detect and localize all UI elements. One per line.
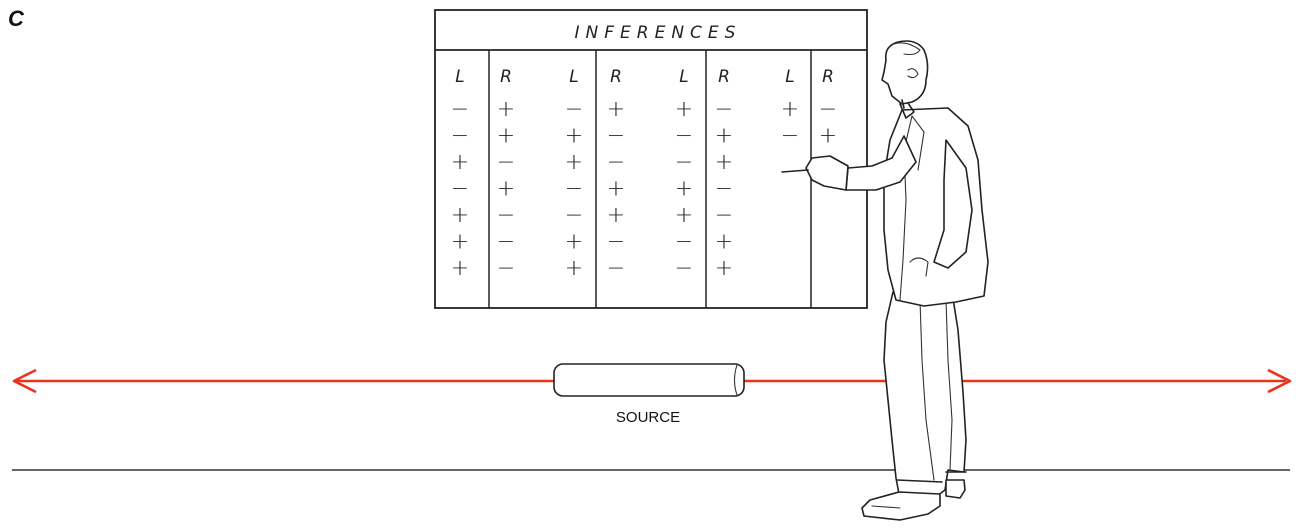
minus-mark: − — [565, 97, 583, 122]
board-header-left: L — [679, 67, 688, 87]
board-header-left: L — [785, 67, 794, 87]
plus-mark: + — [715, 150, 733, 175]
plus-mark: + — [715, 230, 733, 255]
minus-mark: − — [781, 124, 799, 149]
minus-mark: − — [497, 150, 515, 175]
plus-mark: + — [607, 203, 625, 228]
panel-letter: C — [8, 6, 25, 31]
plus-mark: + — [715, 256, 733, 281]
source-label: SOURCE — [616, 409, 680, 426]
board-header-right: R — [718, 67, 730, 87]
minus-mark: − — [451, 97, 469, 122]
minus-mark: − — [675, 230, 693, 255]
plus-mark: + — [565, 124, 583, 149]
minus-mark: − — [675, 150, 693, 175]
source-cylinder — [554, 364, 744, 396]
minus-mark: − — [607, 150, 625, 175]
plus-mark: + — [497, 177, 515, 202]
plus-mark: + — [675, 203, 693, 228]
board-header-right: R — [822, 67, 834, 87]
plus-mark: + — [565, 150, 583, 175]
minus-mark: − — [607, 256, 625, 281]
plus-mark: + — [819, 124, 837, 149]
minus-mark: − — [497, 256, 515, 281]
plus-mark: + — [675, 177, 693, 202]
board-header-left: L — [569, 67, 578, 87]
plus-mark: + — [565, 230, 583, 255]
minus-mark: − — [819, 97, 837, 122]
minus-mark: − — [497, 203, 515, 228]
plus-mark: + — [781, 97, 799, 122]
minus-mark: − — [565, 203, 583, 228]
minus-mark: − — [607, 230, 625, 255]
board-header-right: R — [500, 67, 512, 87]
board-header-left: L — [455, 67, 464, 87]
minus-mark: − — [715, 97, 733, 122]
minus-mark: − — [675, 124, 693, 149]
plus-mark: + — [675, 97, 693, 122]
plus-mark: + — [565, 256, 583, 281]
minus-mark: − — [451, 124, 469, 149]
minus-mark: − — [675, 256, 693, 281]
plus-mark: + — [607, 177, 625, 202]
minus-mark: − — [715, 203, 733, 228]
minus-mark: − — [497, 230, 515, 255]
board-header-right: R — [610, 67, 622, 87]
board-title: INFERENCES — [575, 23, 742, 43]
minus-mark: − — [715, 177, 733, 202]
minus-mark: − — [451, 177, 469, 202]
plus-mark: + — [451, 150, 469, 175]
plus-mark: + — [607, 97, 625, 122]
plus-mark: + — [451, 256, 469, 281]
plus-mark: + — [497, 97, 515, 122]
plus-mark: + — [451, 203, 469, 228]
minus-mark: − — [565, 177, 583, 202]
plus-mark: + — [451, 230, 469, 255]
minus-mark: − — [607, 124, 625, 149]
plus-mark: + — [497, 124, 515, 149]
plus-mark: + — [715, 124, 733, 149]
